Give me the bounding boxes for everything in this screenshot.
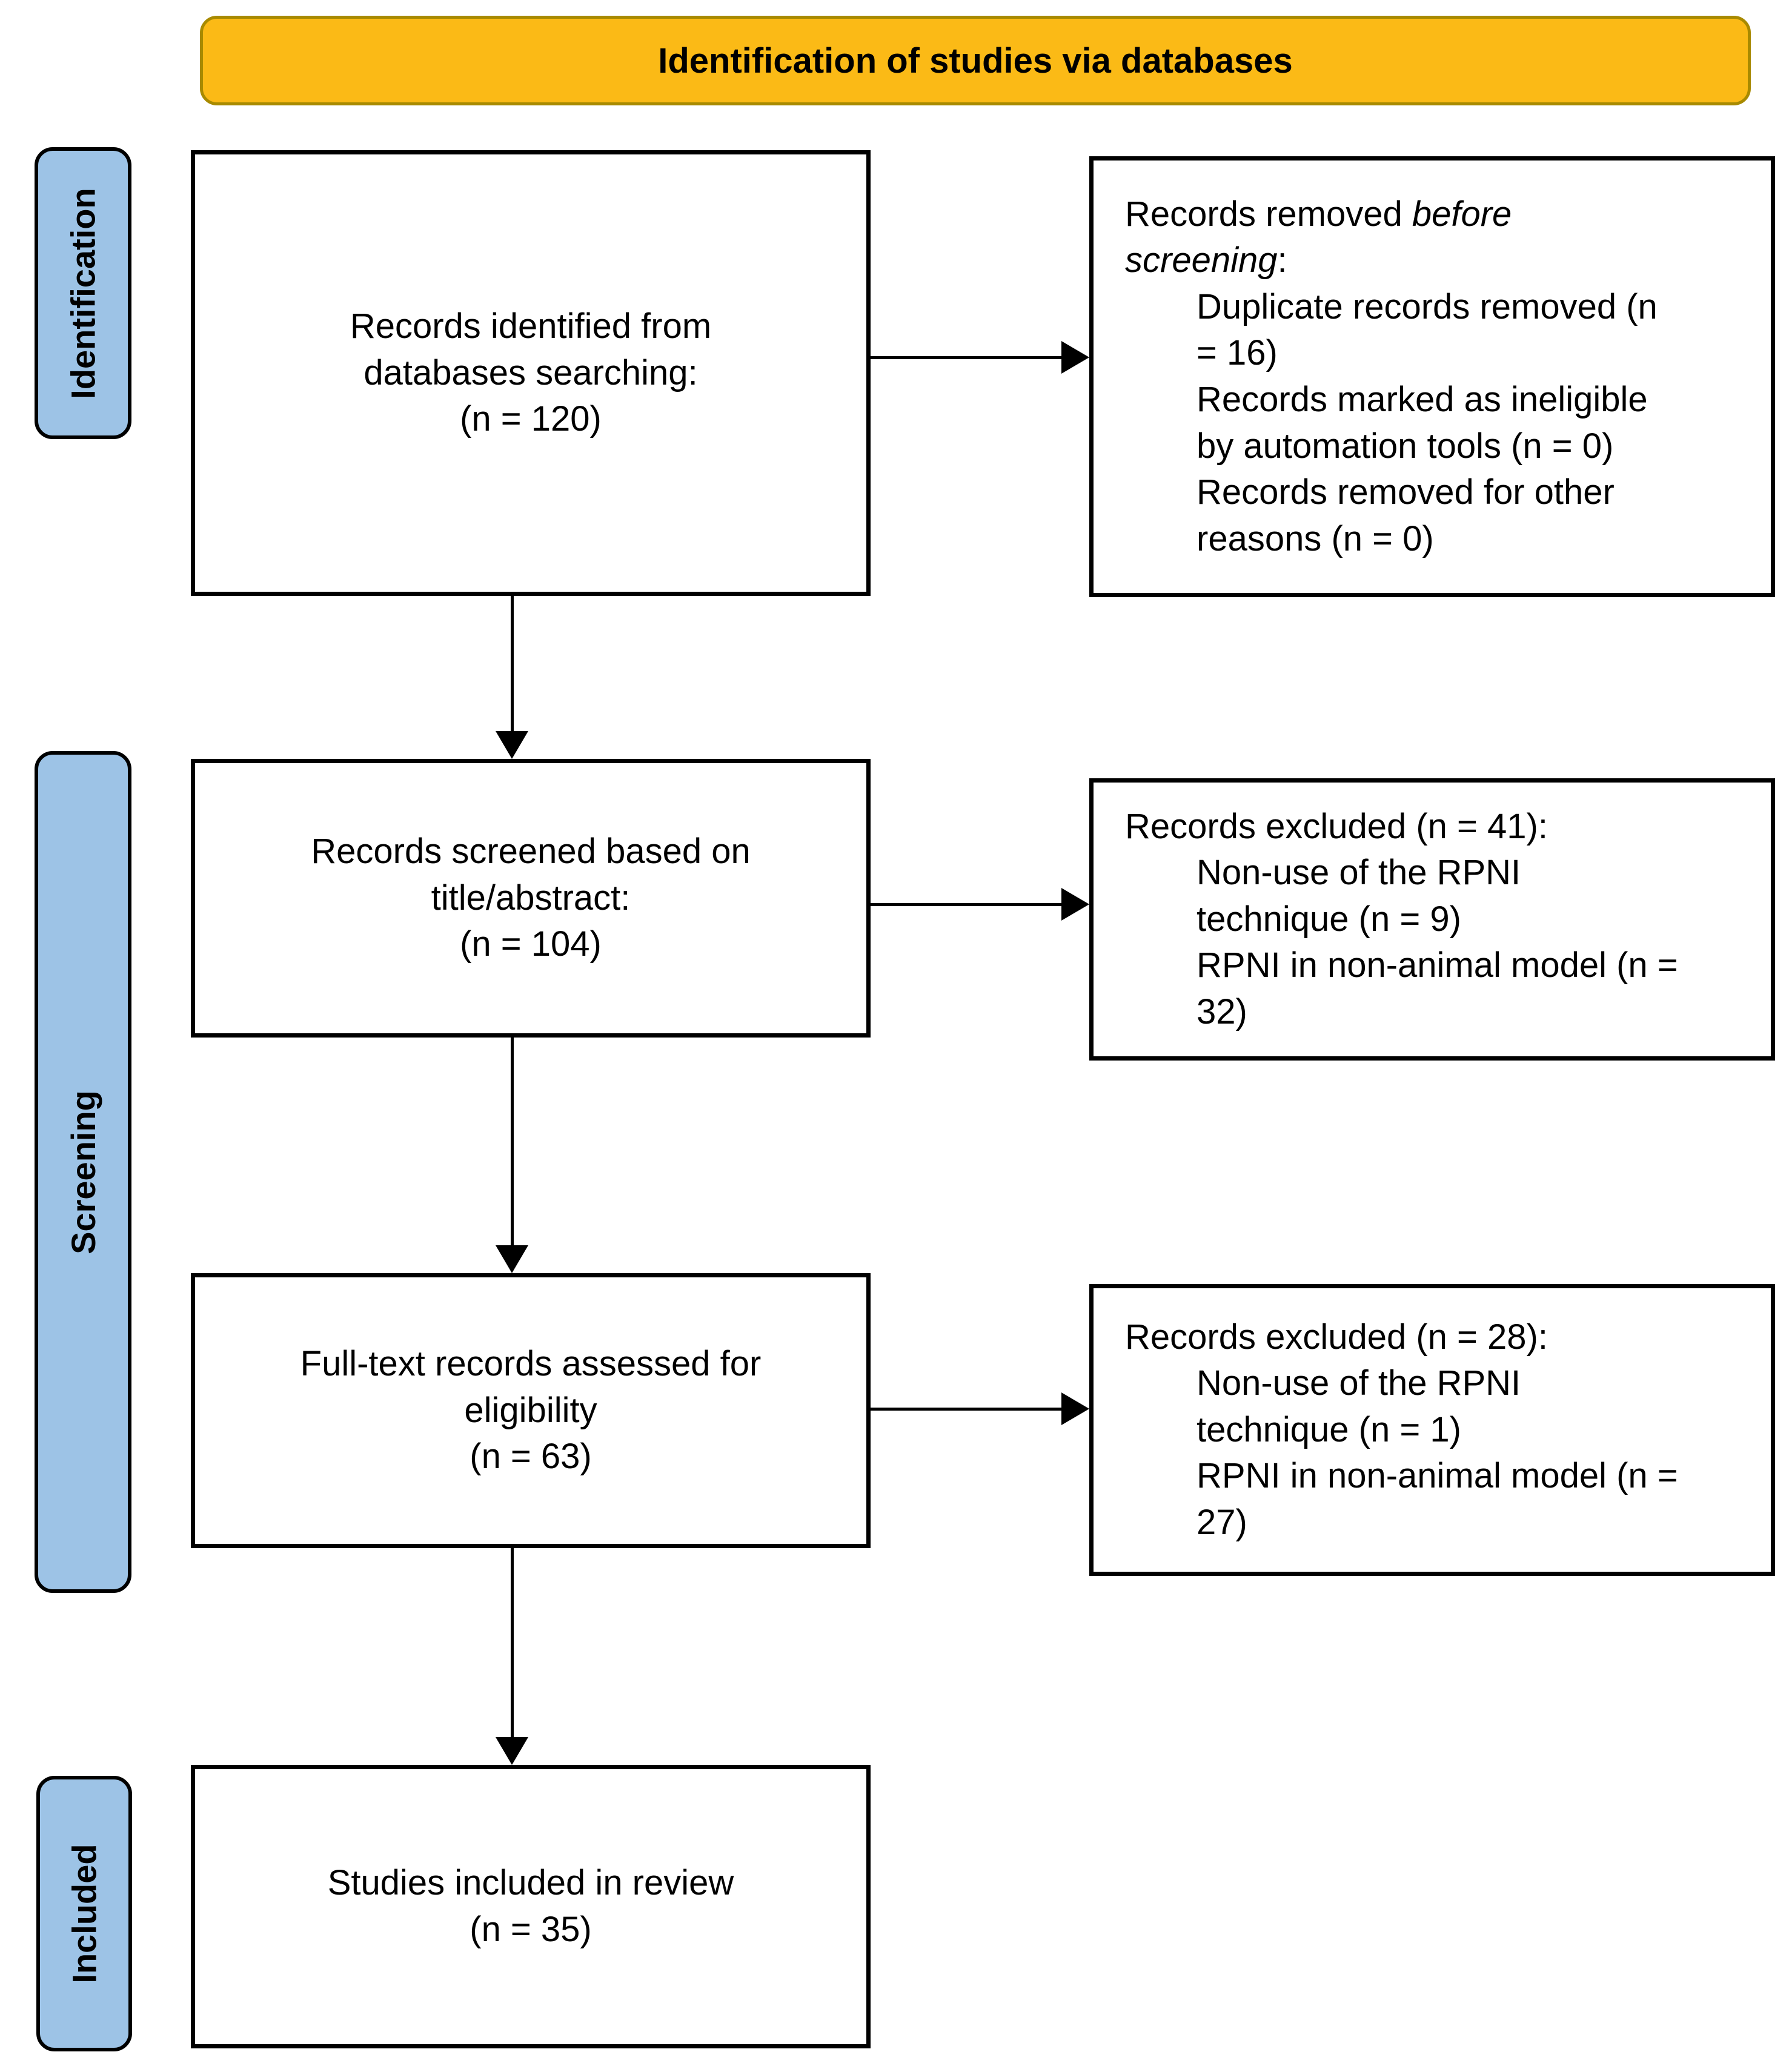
heading-prefix: Records removed xyxy=(1125,194,1412,234)
box-records-removed-before-screening: Records removed before screening: Duplic… xyxy=(1089,156,1775,597)
removed-item: Duplicate records removed (n = 16) xyxy=(1197,286,1658,373)
stage-label-identification-text: Identification xyxy=(64,187,102,399)
box-records-identified: Records identified from databases search… xyxy=(191,150,871,596)
box-studies-included: Studies included in review (n = 35) xyxy=(191,1765,871,2048)
arrow-fulltext-to-included-head xyxy=(496,1737,528,1765)
banner-title: Identification of studies via databases xyxy=(200,16,1751,105)
box-records-identified-line: (n = 120) xyxy=(460,399,602,439)
box-records-screened-line: title/abstract: xyxy=(431,878,631,918)
excluded-screening-item: RPNI in non-animal model (n = 32) xyxy=(1197,945,1678,1031)
box-fulltext-assessed-line: (n = 63) xyxy=(470,1437,592,1477)
box-records-screened-line: (n = 104) xyxy=(460,924,602,964)
box-records-removed-heading: Records removed before screening: xyxy=(1125,191,1525,284)
stage-label-identification: Identification xyxy=(35,147,131,439)
arrow-fulltext-to-excluded-head xyxy=(1061,1392,1089,1425)
box-studies-included-line: Studies included in review xyxy=(327,1863,734,1903)
heading-italic: before screening xyxy=(1125,194,1512,280)
banner-title-text: Identification of studies via databases xyxy=(658,41,1293,81)
box-fulltext-assessed-line: eligibility xyxy=(464,1390,597,1430)
arrow-screened-to-excluded-line xyxy=(871,903,1062,906)
box-fulltext-assessed-line: Full-text records assessed for xyxy=(300,1344,762,1384)
stage-label-included: Included xyxy=(36,1776,132,2051)
box-records-excluded-eligibility: Records excluded (n = 28): Non-use of th… xyxy=(1089,1284,1775,1576)
removed-item: Records marked as ineligible by automati… xyxy=(1197,380,1648,466)
excluded-screening-item: Non-use of the RPNI technique (n = 9) xyxy=(1197,853,1521,939)
arrow-screened-to-excluded-head xyxy=(1061,888,1089,921)
stage-label-included-text: Included xyxy=(65,1844,104,1984)
arrow-identified-to-screened-head xyxy=(496,731,528,759)
box-records-screened-line: Records screened based on xyxy=(311,832,751,872)
box-studies-included-line: (n = 35) xyxy=(470,1910,592,1949)
box-records-excluded-screening: Records excluded (n = 41): Non-use of th… xyxy=(1089,778,1775,1061)
excluded-screening-heading: Records excluded (n = 41): xyxy=(1125,806,1548,846)
box-records-identified-line: databases searching: xyxy=(363,353,698,392)
excluded-eligibility-item: RPNI in non-animal model (n = 27) xyxy=(1197,1456,1678,1542)
removed-item: Records removed for other reasons (n = 0… xyxy=(1197,472,1615,558)
arrow-fulltext-to-included-line xyxy=(511,1548,514,1738)
arrow-fulltext-to-excluded-line xyxy=(871,1408,1062,1411)
arrow-identified-to-screened-line xyxy=(511,596,514,733)
arrow-identified-to-removed-line xyxy=(871,356,1062,359)
stage-label-screening: Screening xyxy=(35,751,131,1593)
arrow-screened-to-fulltext-head xyxy=(496,1245,528,1273)
box-records-identified-line: Records identified from xyxy=(350,306,712,346)
heading-suffix: : xyxy=(1277,240,1287,280)
box-fulltext-assessed: Full-text records assessed for eligibili… xyxy=(191,1273,871,1548)
arrow-identified-to-removed-head xyxy=(1061,341,1089,374)
box-records-screened: Records screened based on title/abstract… xyxy=(191,759,871,1038)
excluded-eligibility-heading: Records excluded (n = 28): xyxy=(1125,1317,1548,1357)
excluded-eligibility-item: Non-use of the RPNI technique (n = 1) xyxy=(1197,1363,1521,1449)
stage-label-screening-text: Screening xyxy=(64,1090,102,1254)
arrow-screened-to-fulltext-line xyxy=(511,1038,514,1246)
